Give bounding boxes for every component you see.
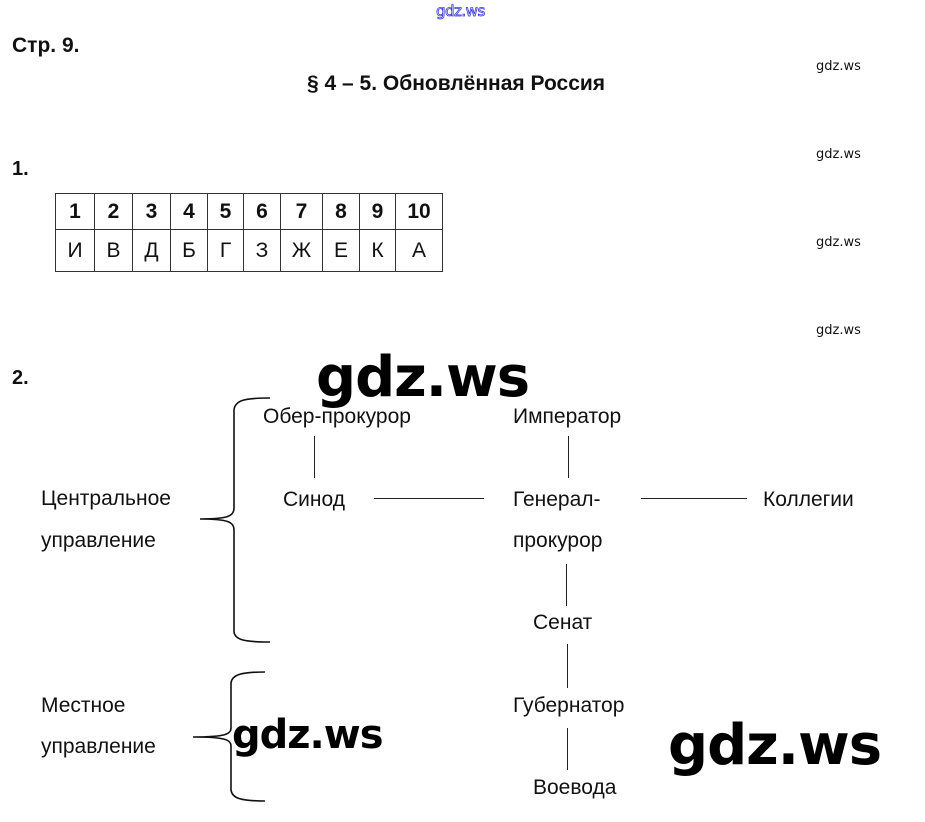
node-imperator: Император [513,405,622,428]
answer-cell: И [55,229,95,272]
large-watermark: gdz.ws [316,345,530,410]
connector-ober-prokuror-sinod [314,436,315,478]
section-title: § 4 – 5. Обновлённая Россия [307,72,606,95]
central-government-label-line2: управление [41,529,156,552]
answer-cell: Е [322,229,360,272]
central-government-label-line1: Центральное [41,487,171,510]
answer-cell: Д [132,229,171,272]
side-watermark: gdz.ws [816,147,861,162]
connector-general-prokuror-senat [566,564,567,606]
node-senat: Сенат [533,611,593,634]
column-number: 9 [359,193,396,230]
local-government-label-line1: Местное [41,694,126,717]
column-number: 6 [243,193,281,230]
page-reference: Стр. 9. [12,34,80,57]
column-number: 10 [395,193,443,230]
large-watermark: gdz.ws [232,712,384,758]
answer-cell: В [94,229,133,272]
local-government-label-line2: управление [41,735,156,758]
answer-table-answer-row: И В Д Б Г З Ж Е К А [55,229,443,272]
connector-imperator-general-prokuror [568,436,569,478]
answer-cell: А [395,229,443,272]
node-general-prokuror-line2: прокурор [513,529,603,552]
large-watermark: gdz.ws [668,713,882,778]
answer-table-header-row: 1 2 3 4 5 6 7 8 9 10 [55,193,443,230]
column-number: 2 [94,193,133,230]
answer-cell: Ж [280,229,323,272]
top-watermark: gdz.ws [436,2,486,21]
answer-table: 1 2 3 4 5 6 7 8 9 10 И В Д Б Г З Ж Е К А [55,193,443,272]
node-general-prokuror-line1: Генерал- [513,488,601,511]
column-number: 3 [132,193,171,230]
side-watermark: gdz.ws [816,323,861,338]
connector-sinod-general-prokuror [374,498,484,499]
node-voevoda: Воевода [533,776,617,799]
task-2-number: 2. [12,367,29,389]
task-1-number: 1. [12,158,29,180]
connector-senat-gubernator [567,644,568,688]
node-kollegii: Коллегии [763,488,854,511]
side-watermark: gdz.ws [816,59,861,74]
node-ober-prokuror: Обер-прокурор [263,405,411,428]
column-number: 7 [280,193,323,230]
connector-gubernator-voevoda [567,728,568,770]
answer-cell: З [243,229,281,272]
side-watermark: gdz.ws [816,235,861,250]
column-number: 4 [170,193,208,230]
answer-cell: К [359,229,396,272]
node-sinod: Синод [283,488,345,511]
node-gubernator: Губернатор [513,694,625,717]
answer-cell: Б [170,229,208,272]
connector-general-prokuror-kollegii [641,498,747,499]
